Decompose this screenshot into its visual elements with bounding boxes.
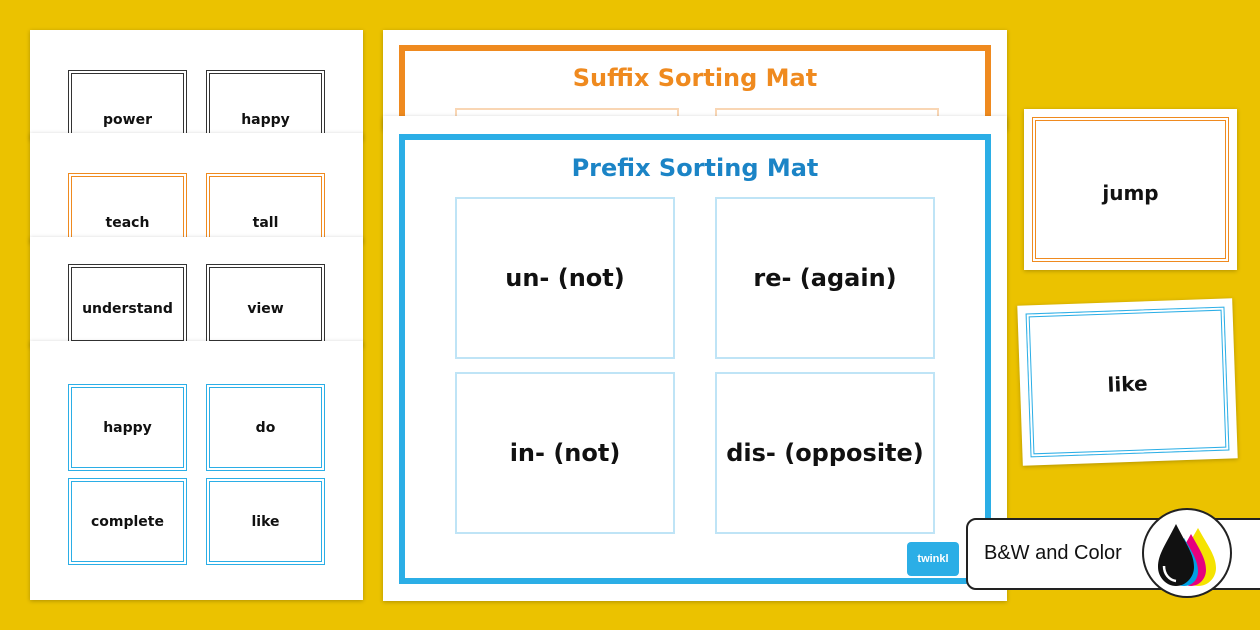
prefix-box-un: un- (not) <box>455 197 675 359</box>
word-card-label: teach <box>105 215 150 231</box>
word-card-like-loose: like <box>1017 298 1238 466</box>
word-card-label: tall <box>252 215 279 231</box>
word-card-do: do <box>206 384 325 471</box>
twinkl-logo-text: twinkl <box>917 553 949 565</box>
prefix-sorting-mat: Prefix Sorting Mat un- (not) re- (again)… <box>383 116 1007 601</box>
word-card-label: do <box>255 419 276 436</box>
word-card-label: view <box>247 301 284 317</box>
word-card-jump: jump <box>1024 109 1237 270</box>
prefix-box-dis: dis- (opposite) <box>715 372 935 534</box>
word-card-label: like <box>251 513 280 530</box>
prefix-box-re: re- (again) <box>715 197 935 359</box>
word-card-sheet-3: understand view <box>30 237 363 347</box>
suffix-sorting-mat: Suffix Sorting Mat <box>383 30 1007 145</box>
word-card-view: view <box>206 264 325 344</box>
word-card-understand: understand <box>68 264 187 344</box>
card-border <box>1032 117 1229 262</box>
word-card-happy: happy <box>68 384 187 471</box>
word-card-label: power <box>103 112 152 128</box>
prefix-mat-border <box>399 134 991 584</box>
prefix-box-in: in- (not) <box>455 372 675 534</box>
prefix-mat-title: Prefix Sorting Mat <box>571 154 819 182</box>
word-card-sheet-1: power happy <box>30 30 363 150</box>
word-card-label: understand <box>82 301 173 317</box>
twinkl-logo: twinkl <box>907 542 959 576</box>
word-card-label: jump <box>1102 181 1159 205</box>
ink-drops-icon-svg <box>1158 524 1216 586</box>
suffix-mat-title: Suffix Sorting Mat <box>572 64 818 92</box>
word-card-label: happy <box>241 112 290 128</box>
badge-label: B&W and Color <box>984 542 1122 564</box>
word-card-label: complete <box>90 513 164 530</box>
ink-drops-icon <box>1142 508 1232 598</box>
word-card-complete: complete <box>68 478 187 565</box>
word-card-label: happy <box>103 419 152 436</box>
suffix-mat-border <box>399 45 991 145</box>
word-card-sheet-2: teach tall <box>30 133 363 253</box>
word-card-like: like <box>206 478 325 565</box>
word-card-sheet-4: happy do complete like <box>30 341 363 600</box>
